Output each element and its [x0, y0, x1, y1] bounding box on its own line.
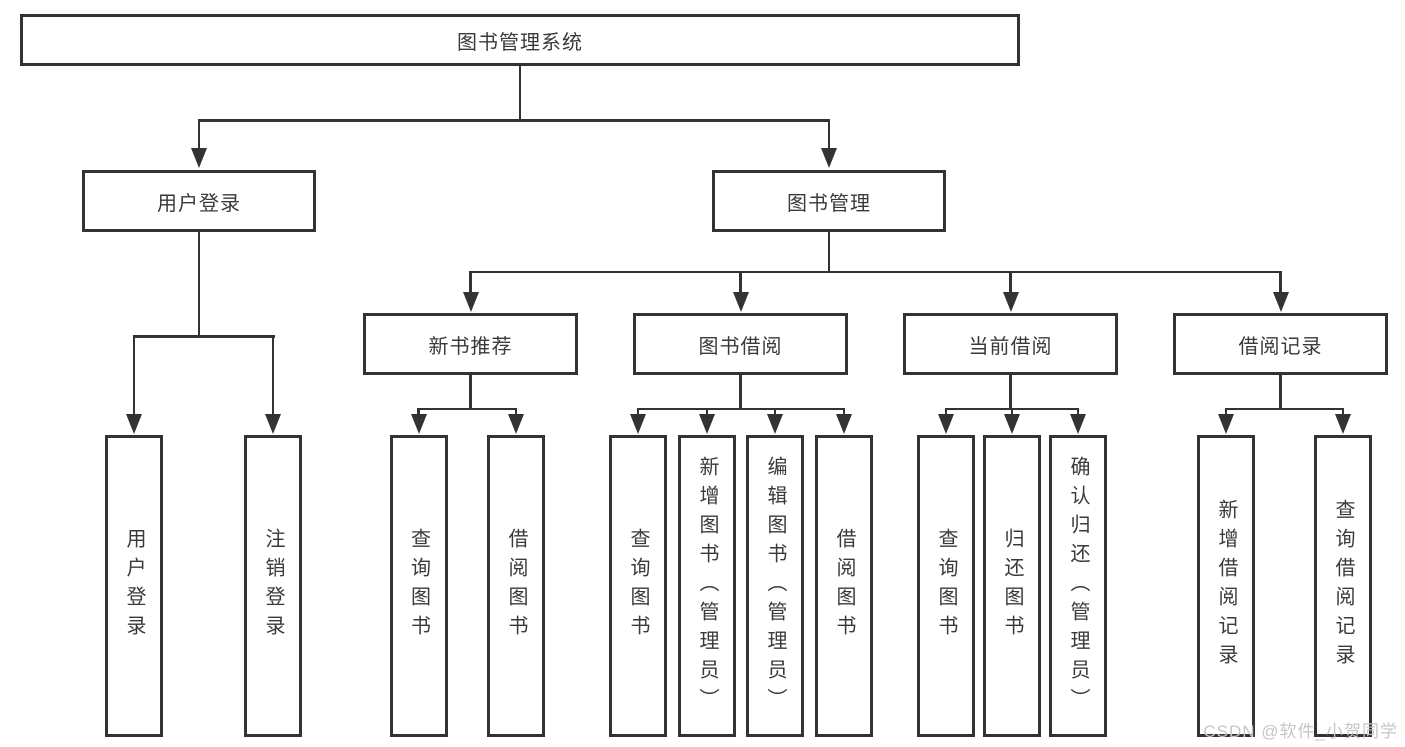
connector-root-left-stem [197, 119, 201, 150]
arrowhead-leaf-logout [265, 414, 281, 434]
leaf-query-books-current: 查询图书 [917, 435, 975, 737]
connector-stem-borrowing-records [1279, 270, 1282, 293]
connector-stem-query-borrow-record [1341, 407, 1345, 416]
node-book-management: 图书管理 [712, 170, 946, 232]
leaf-borrow-books-recommend-label: 借阅图书 [505, 528, 527, 644]
leaf-query-borrow-record: 查询借阅记录 [1314, 435, 1372, 737]
node-book-borrowing: 图书借阅 [633, 313, 848, 375]
leaf-query-books-recommend: 查询图书 [389, 435, 448, 737]
arrowhead-query-books-borrowing [630, 414, 646, 434]
arrowhead-borrow-books-recommend [508, 414, 524, 434]
node-user-login: 用户登录 [82, 170, 316, 232]
leaf-edit-books-admin-label: 编辑图书（管理员） [764, 455, 786, 717]
csdn-watermark: CSDN @软件_小贺同学 [1203, 722, 1398, 741]
arrowhead-to-user-login [191, 148, 207, 168]
arrowhead-leaf-user-login [126, 414, 142, 434]
connector-borrowing-stem [739, 375, 742, 408]
leaf-user-login: 用户登录 [105, 435, 163, 737]
connector-records-hline [1224, 407, 1345, 410]
arrowhead-new-book-recommend [462, 292, 479, 312]
connector-stem-new-book-recommend [469, 270, 472, 293]
connector-stem-return-books [1010, 407, 1014, 416]
connector-stem-query-books-current [944, 407, 948, 416]
leaf-query-books-borrowing: 查询图书 [609, 435, 667, 737]
node-borrowing-records: 借阅记录 [1173, 313, 1388, 375]
connector-stem-query-books-borrowing [636, 407, 640, 416]
connector-stem-add-borrow-record [1224, 407, 1228, 416]
connector-root-hline [197, 119, 831, 122]
leaf-edit-books-admin: 编辑图书（管理员） [746, 435, 804, 737]
arrowhead-to-book-management [821, 148, 837, 168]
leaf-user-login-label: 用户登录 [123, 528, 145, 644]
arrowhead-current-borrowing [1002, 292, 1019, 312]
leaf-borrow-books-borrowing: 借阅图书 [815, 435, 873, 737]
connector-recommend-hline [417, 407, 518, 410]
connector-root-right-stem [827, 119, 831, 150]
node-root-library-system: 图书管理系统 [20, 14, 1020, 66]
arrowhead-book-borrowing [732, 292, 749, 312]
connector-stem-leaf-user-login [132, 335, 136, 415]
connector-stem-confirm-return [1076, 407, 1080, 416]
leaf-return-books: 归还图书 [983, 435, 1041, 737]
leaf-add-books-admin: 新增图书（管理员） [678, 435, 736, 737]
arrowhead-query-borrow-record [1335, 414, 1351, 434]
leaf-query-books-borrowing-label: 查询图书 [627, 528, 649, 644]
connector-current-stem [1009, 375, 1012, 408]
connector-user-login-stem [197, 232, 201, 336]
connector-stem-edit-books [773, 407, 777, 416]
connector-user-login-hline [132, 335, 276, 338]
arrowhead-add-borrow-record [1218, 414, 1234, 434]
leaf-add-borrow-record: 新增借阅记录 [1197, 435, 1255, 737]
connector-stem-book-borrowing [739, 270, 742, 293]
connector-stem-current-borrowing [1009, 270, 1012, 293]
connector-records-stem [1279, 375, 1282, 408]
node-new-book-recommend-label: 新书推荐 [428, 335, 513, 358]
leaf-add-books-admin-label: 新增图书（管理员） [696, 455, 718, 717]
leaf-query-books-recommend-label: 查询图书 [407, 528, 430, 644]
node-book-borrowing-label: 图书借阅 [698, 335, 783, 358]
node-user-login-label: 用户登录 [157, 192, 241, 215]
arrowhead-return-books [1004, 414, 1020, 434]
arrowhead-borrow-books [836, 414, 852, 434]
connector-book-mgmt-hline [469, 270, 1282, 273]
leaf-query-borrow-record-label: 查询借阅记录 [1332, 499, 1354, 673]
node-new-book-recommend: 新书推荐 [363, 313, 578, 375]
arrowhead-borrowing-records [1272, 292, 1289, 312]
node-root-label: 图书管理系统 [457, 31, 583, 54]
connector-stem-leaf-logout [271, 335, 275, 415]
node-borrowing-records-label: 借阅记录 [1238, 335, 1323, 358]
connector-stem-query-books-recommend [417, 407, 420, 416]
leaf-logout-label: 注销登录 [262, 528, 284, 644]
node-book-management-label: 图书管理 [787, 192, 871, 215]
arrowhead-confirm-return [1070, 414, 1086, 434]
leaf-confirm-return-admin: 确认归还（管理员） [1049, 435, 1107, 737]
leaf-confirm-return-admin-label: 确认归还（管理员） [1067, 455, 1089, 717]
leaf-borrow-books-recommend: 借阅图书 [487, 435, 545, 737]
connector-root-stem [518, 66, 522, 119]
connector-recommend-stem [469, 375, 472, 408]
leaf-return-books-label: 归还图书 [1001, 528, 1023, 644]
arrowhead-query-books-current [938, 414, 954, 434]
arrowhead-edit-books [767, 414, 783, 434]
connector-stem-add-books [705, 407, 709, 416]
leaf-add-borrow-record-label: 新增借阅记录 [1215, 499, 1237, 673]
node-current-borrowing: 当前借阅 [903, 313, 1118, 375]
node-current-borrowing-label: 当前借阅 [968, 335, 1053, 358]
leaf-logout: 注销登录 [244, 435, 302, 737]
connector-borrowing-hline [636, 407, 846, 410]
arrowhead-query-books-recommend [410, 414, 427, 434]
arrowhead-add-books [699, 414, 715, 434]
connector-book-mgmt-stem [827, 232, 831, 271]
connector-stem-borrow-books-recommend [514, 407, 518, 416]
connector-stem-borrow-books [842, 407, 846, 416]
leaf-borrow-books-borrowing-label: 借阅图书 [833, 528, 855, 644]
leaf-query-books-current-label: 查询图书 [935, 528, 957, 644]
